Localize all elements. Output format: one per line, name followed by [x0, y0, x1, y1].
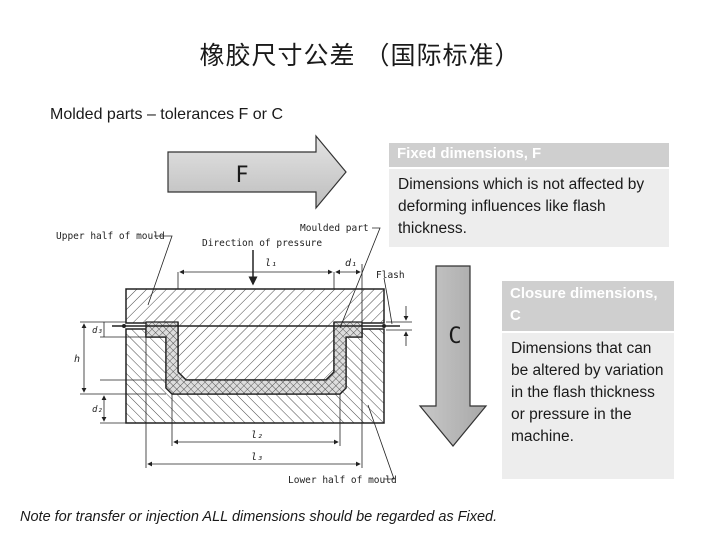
flash-label: Flash [376, 270, 405, 281]
closure-dimensions-heading: Closure dimensions, C [502, 281, 674, 331]
page-title: 橡胶尺寸公差 （国际标准） [199, 41, 521, 70]
footnote: Note for transfer or injection ALL dimen… [20, 509, 498, 525]
fixed-dimensions-heading: Fixed dimensions, F [389, 143, 669, 167]
c-arrow-label: C [448, 324, 461, 349]
direction-label: Direction of pressure [202, 238, 322, 249]
subtitle: Molded parts – tolerances F or C [50, 106, 283, 123]
l3-label: l₃ [251, 452, 263, 463]
f-arrow-label: F [235, 163, 248, 188]
flash-dot-left [122, 324, 126, 328]
upper-half-label: Upper half of mould [56, 231, 165, 242]
moulded-part-leader [339, 227, 381, 329]
f-arrow-shape [167, 134, 347, 210]
lower-half-label: Lower half of mould [288, 475, 397, 486]
c-arrow-shape [418, 265, 488, 447]
flash-leader [383, 277, 393, 325]
flash-dot-right [382, 324, 386, 328]
l1-label: l₁ [265, 258, 277, 269]
fixed-dimensions-body: Dimensions which is not affected by defo… [389, 169, 669, 247]
lower-half-leader [367, 404, 395, 480]
d2-label: d₂ [92, 405, 103, 415]
l2-label: l₂ [251, 430, 263, 441]
upper-half-leader [147, 235, 173, 306]
d3-label: d₃ [92, 326, 103, 336]
closure-dimensions-body: Dimensions that can be altered by variat… [502, 333, 674, 479]
moulded-part-label: Moulded part [300, 223, 369, 234]
d1-label: d₁ [345, 258, 357, 269]
h-label: h [74, 354, 80, 365]
